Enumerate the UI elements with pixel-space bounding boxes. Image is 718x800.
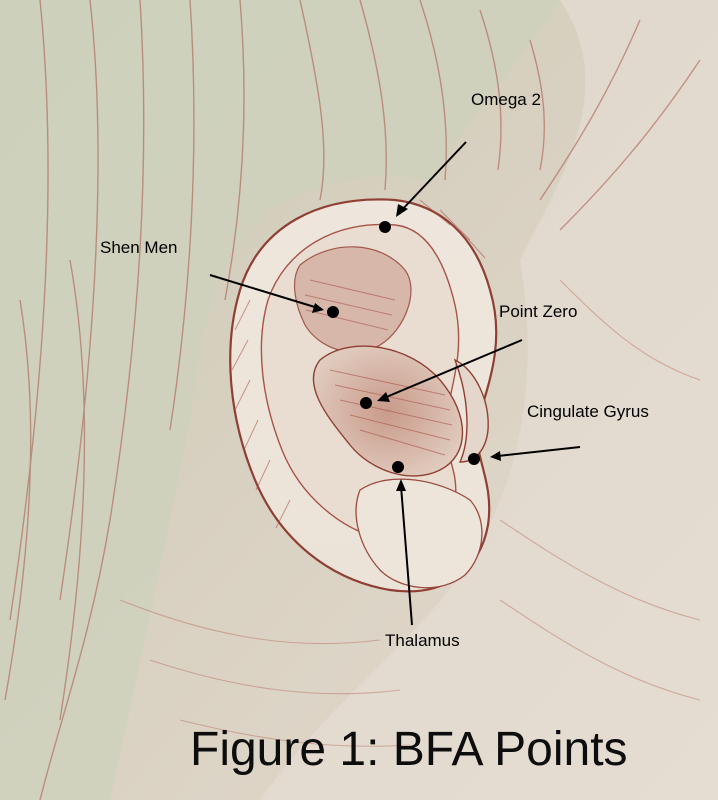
thalamus-dot xyxy=(392,461,404,473)
point-zero-label: Point Zero xyxy=(499,302,577,322)
omega-2-label: Omega 2 xyxy=(471,90,541,110)
cingulate-gyrus-dot xyxy=(468,453,480,465)
omega-2-dot xyxy=(379,221,391,233)
figure-caption: Figure 1: BFA Points xyxy=(190,722,628,777)
shen-men-label: Shen Men xyxy=(100,238,178,258)
point-zero-dot xyxy=(360,397,372,409)
shen-men-dot xyxy=(327,306,339,318)
cingulate-gyrus-label: Cingulate Gyrus xyxy=(527,402,649,422)
thalamus-label: Thalamus xyxy=(385,631,460,651)
